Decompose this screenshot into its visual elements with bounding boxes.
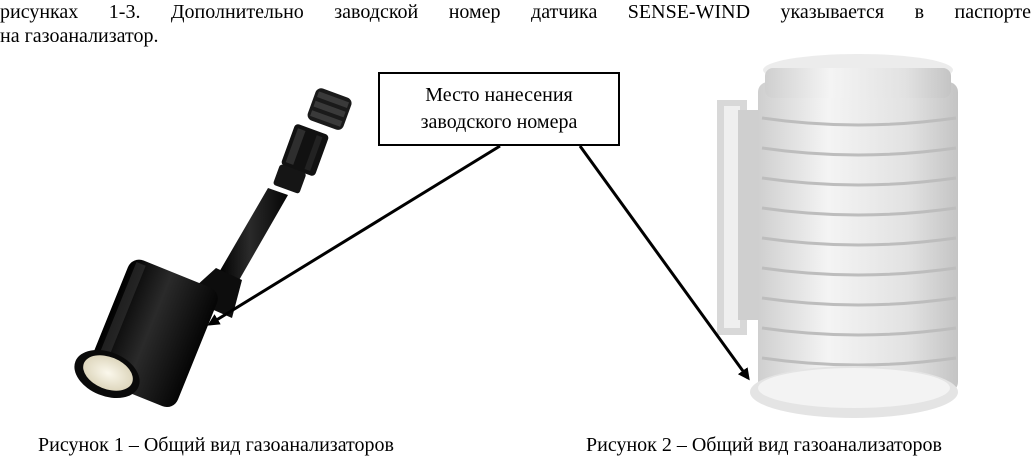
arrow-to-shield — [578, 145, 750, 381]
callout-line-1: Место нанесения — [425, 84, 573, 106]
paragraph-line-2: на газоанализатор. — [0, 25, 159, 47]
figure-1-caption: Рисунок 1 – Общий вид газоанализаторов — [38, 434, 394, 456]
callout-line-2: заводского номера — [420, 111, 578, 133]
serial-number-callout: Место нанесения заводского номера — [378, 72, 620, 146]
sensor-probe-image — [74, 88, 352, 408]
paragraph-line-1: рисунках 1-3. Дополнительно заводской но… — [0, 1, 1031, 23]
radiation-shield-image — [717, 54, 958, 418]
figure-2-caption: Рисунок 2 – Общий вид газоанализаторов — [586, 434, 942, 456]
intro-paragraph: рисунках 1-3. Дополнительно заводской но… — [0, 0, 1033, 48]
arrow-to-probe — [207, 144, 501, 326]
